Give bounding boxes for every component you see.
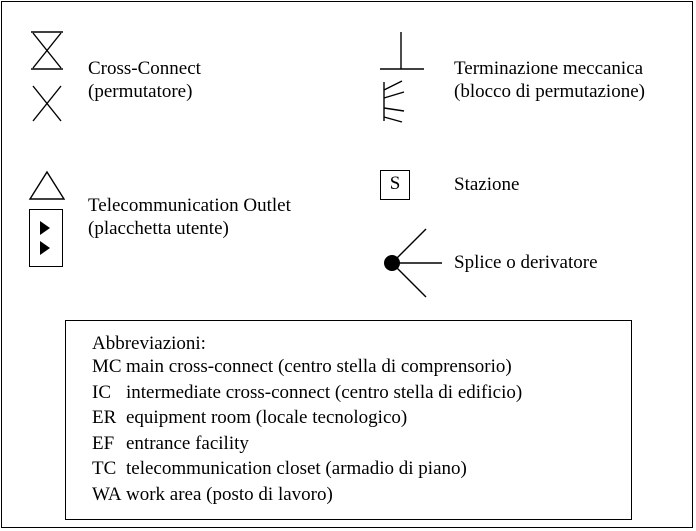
abbreviation-description: work area (posto di lavoro) [126,483,333,505]
cross-connect-name: Cross-Connect [88,58,201,79]
abbreviation-description: telecommunication closet (armadio di pia… [126,458,467,479]
abbreviation-code: ER [92,407,117,428]
abbreviation-code: WA [92,483,122,505]
outlet-plate-icon [29,209,63,267]
cross-connect-bar-icon [31,31,63,70]
abbreviation-code: MC [92,356,122,377]
abbreviation-description: main cross-connect (centro stella di com… [126,356,512,377]
punch-block-icon [383,80,405,123]
station-icon: S [380,170,410,200]
cross-connect-x-icon [32,85,62,122]
abbreviation-code: EF [92,432,115,454]
telecom-outlet-translation: (placchetta utente) [88,218,229,239]
abbreviation-code: IC [92,381,111,403]
abbreviation-item: ER equipment room (locale tecnologico) [92,407,522,433]
abbreviation-code: TC [92,458,117,479]
abbreviation-description: intermediate cross-connect (centro stell… [126,381,523,403]
triangle-outlet-icon [28,170,66,200]
splice-name: Splice o derivatore [454,252,598,273]
abbreviations-title: Abbreviazioni: [92,333,206,354]
telecom-outlet-name: Telecommunication Outlet [88,195,291,216]
station-name: Stazione [454,174,520,195]
mechanical-termination-icon [380,32,424,70]
abbreviation-description: entrance facility [126,432,249,454]
abbreviation-item: EF entrance facility [92,433,522,459]
play-arrows-icon [40,221,50,255]
abbreviation-description: equipment room (locale tecnologico) [126,407,408,428]
cross-connect-translation: (permutatore) [88,81,193,102]
mechanical-termination-translation: (blocco di permutazione) [454,81,645,102]
station-letter: S [389,173,401,194]
abbreviation-item: TC telecommunication closet (armadio di p… [92,458,522,484]
abbreviation-item: IC intermediate cross-connect (centro ste… [92,382,522,408]
splice-icon [384,228,442,298]
mechanical-termination-name: Terminazione meccanica [454,58,644,79]
